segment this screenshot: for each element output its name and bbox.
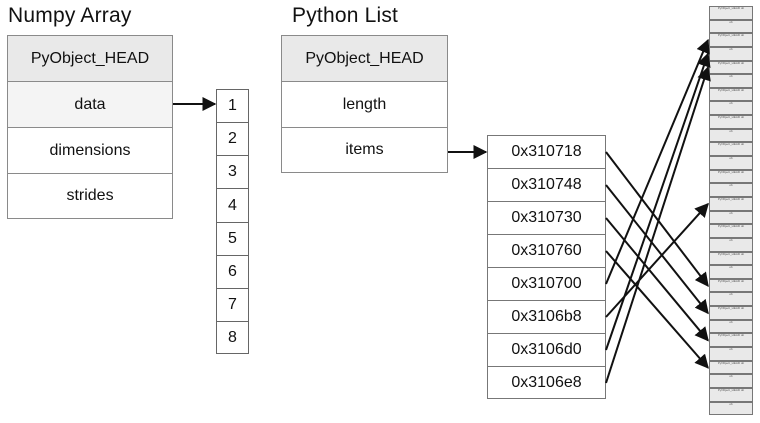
buffer-cell: 3 xyxy=(216,155,249,189)
heap-object: ob xyxy=(709,183,753,197)
heap-object: PyObject_HEAD ob xyxy=(709,278,753,293)
heap-object: ob xyxy=(709,319,753,334)
object-pointer-arrow xyxy=(605,38,710,285)
heap-object: PyObject_HEAD ob xyxy=(709,6,753,20)
pointer-cell: 0x310730 xyxy=(487,201,606,235)
object-pointer-arrow xyxy=(605,217,709,342)
object-pointer-arrow xyxy=(605,151,709,287)
object-pointer-arrow xyxy=(605,250,709,369)
heap-object: ob xyxy=(709,265,753,279)
pylist-pyobject-head-field: PyObject_HEAD xyxy=(281,35,448,82)
heap-object: PyObject_HEAD ob xyxy=(709,169,753,184)
heap-object: PyObject_HEAD ob xyxy=(709,387,753,402)
object-pointer-arrows xyxy=(605,38,711,384)
pointer-cell: 0x3106e8 xyxy=(487,366,606,399)
buffer-cell: 2 xyxy=(216,122,249,156)
heap-object: PyObject_HEAD ob xyxy=(709,251,753,266)
heap-object: PyObject_HEAD ob xyxy=(709,60,753,75)
heap-object: PyObject_HEAD ob xyxy=(709,142,753,157)
buffer-cell: 5 xyxy=(216,222,249,256)
buffer-cell: 1 xyxy=(216,89,249,123)
buffer-cell: 6 xyxy=(216,255,249,289)
heap-object: ob xyxy=(709,401,753,416)
numpy-strides-field: strides xyxy=(7,173,173,219)
heap-object: PyObject_HEAD ob xyxy=(709,224,753,238)
object-pointer-arrow xyxy=(605,66,711,384)
buffer-cell: 7 xyxy=(216,288,249,322)
heap-object: ob xyxy=(709,347,753,361)
heap-object: ob xyxy=(709,210,753,225)
heap-object: PyObject_HEAD ob xyxy=(709,87,753,102)
pointer-cell: 0x310748 xyxy=(487,168,606,202)
heap-object: ob xyxy=(709,101,753,116)
python-list-title: Python List xyxy=(292,4,399,27)
heap-object: ob xyxy=(709,156,753,170)
heap-object: PyObject_HEAD ob xyxy=(709,196,753,211)
numpy-array-title: Numpy Array xyxy=(8,4,132,27)
heap-object: PyObject_HEAD ob xyxy=(709,306,753,320)
heap-object: ob xyxy=(709,292,753,307)
numpy-pyobject-head-field: PyObject_HEAD xyxy=(7,35,173,82)
heap-object: ob xyxy=(709,74,753,88)
heap-object: ob xyxy=(709,237,753,252)
object-pointer-arrow xyxy=(605,202,709,318)
object-pointer-arrow xyxy=(605,52,711,351)
object-pointer-arrow xyxy=(605,184,709,315)
pointer-cell: 0x310700 xyxy=(487,267,606,301)
heap-object: ob xyxy=(709,128,753,143)
buffer-cell: 8 xyxy=(216,321,249,354)
heap-object: PyObject_HEAD ob xyxy=(709,360,753,375)
heap-object: ob xyxy=(709,374,753,388)
numpy-dimensions-field: dimensions xyxy=(7,127,173,174)
heap-object: PyObject_HEAD ob xyxy=(709,333,753,348)
pylist-items-field: items xyxy=(281,127,448,173)
pointer-cell: 0x310718 xyxy=(487,135,606,169)
pointer-cell: 0x3106b8 xyxy=(487,300,606,334)
numpy-data-field: data xyxy=(7,81,173,128)
heap-object: ob xyxy=(709,19,753,34)
heap-object: PyObject_HEAD ob xyxy=(709,115,753,129)
